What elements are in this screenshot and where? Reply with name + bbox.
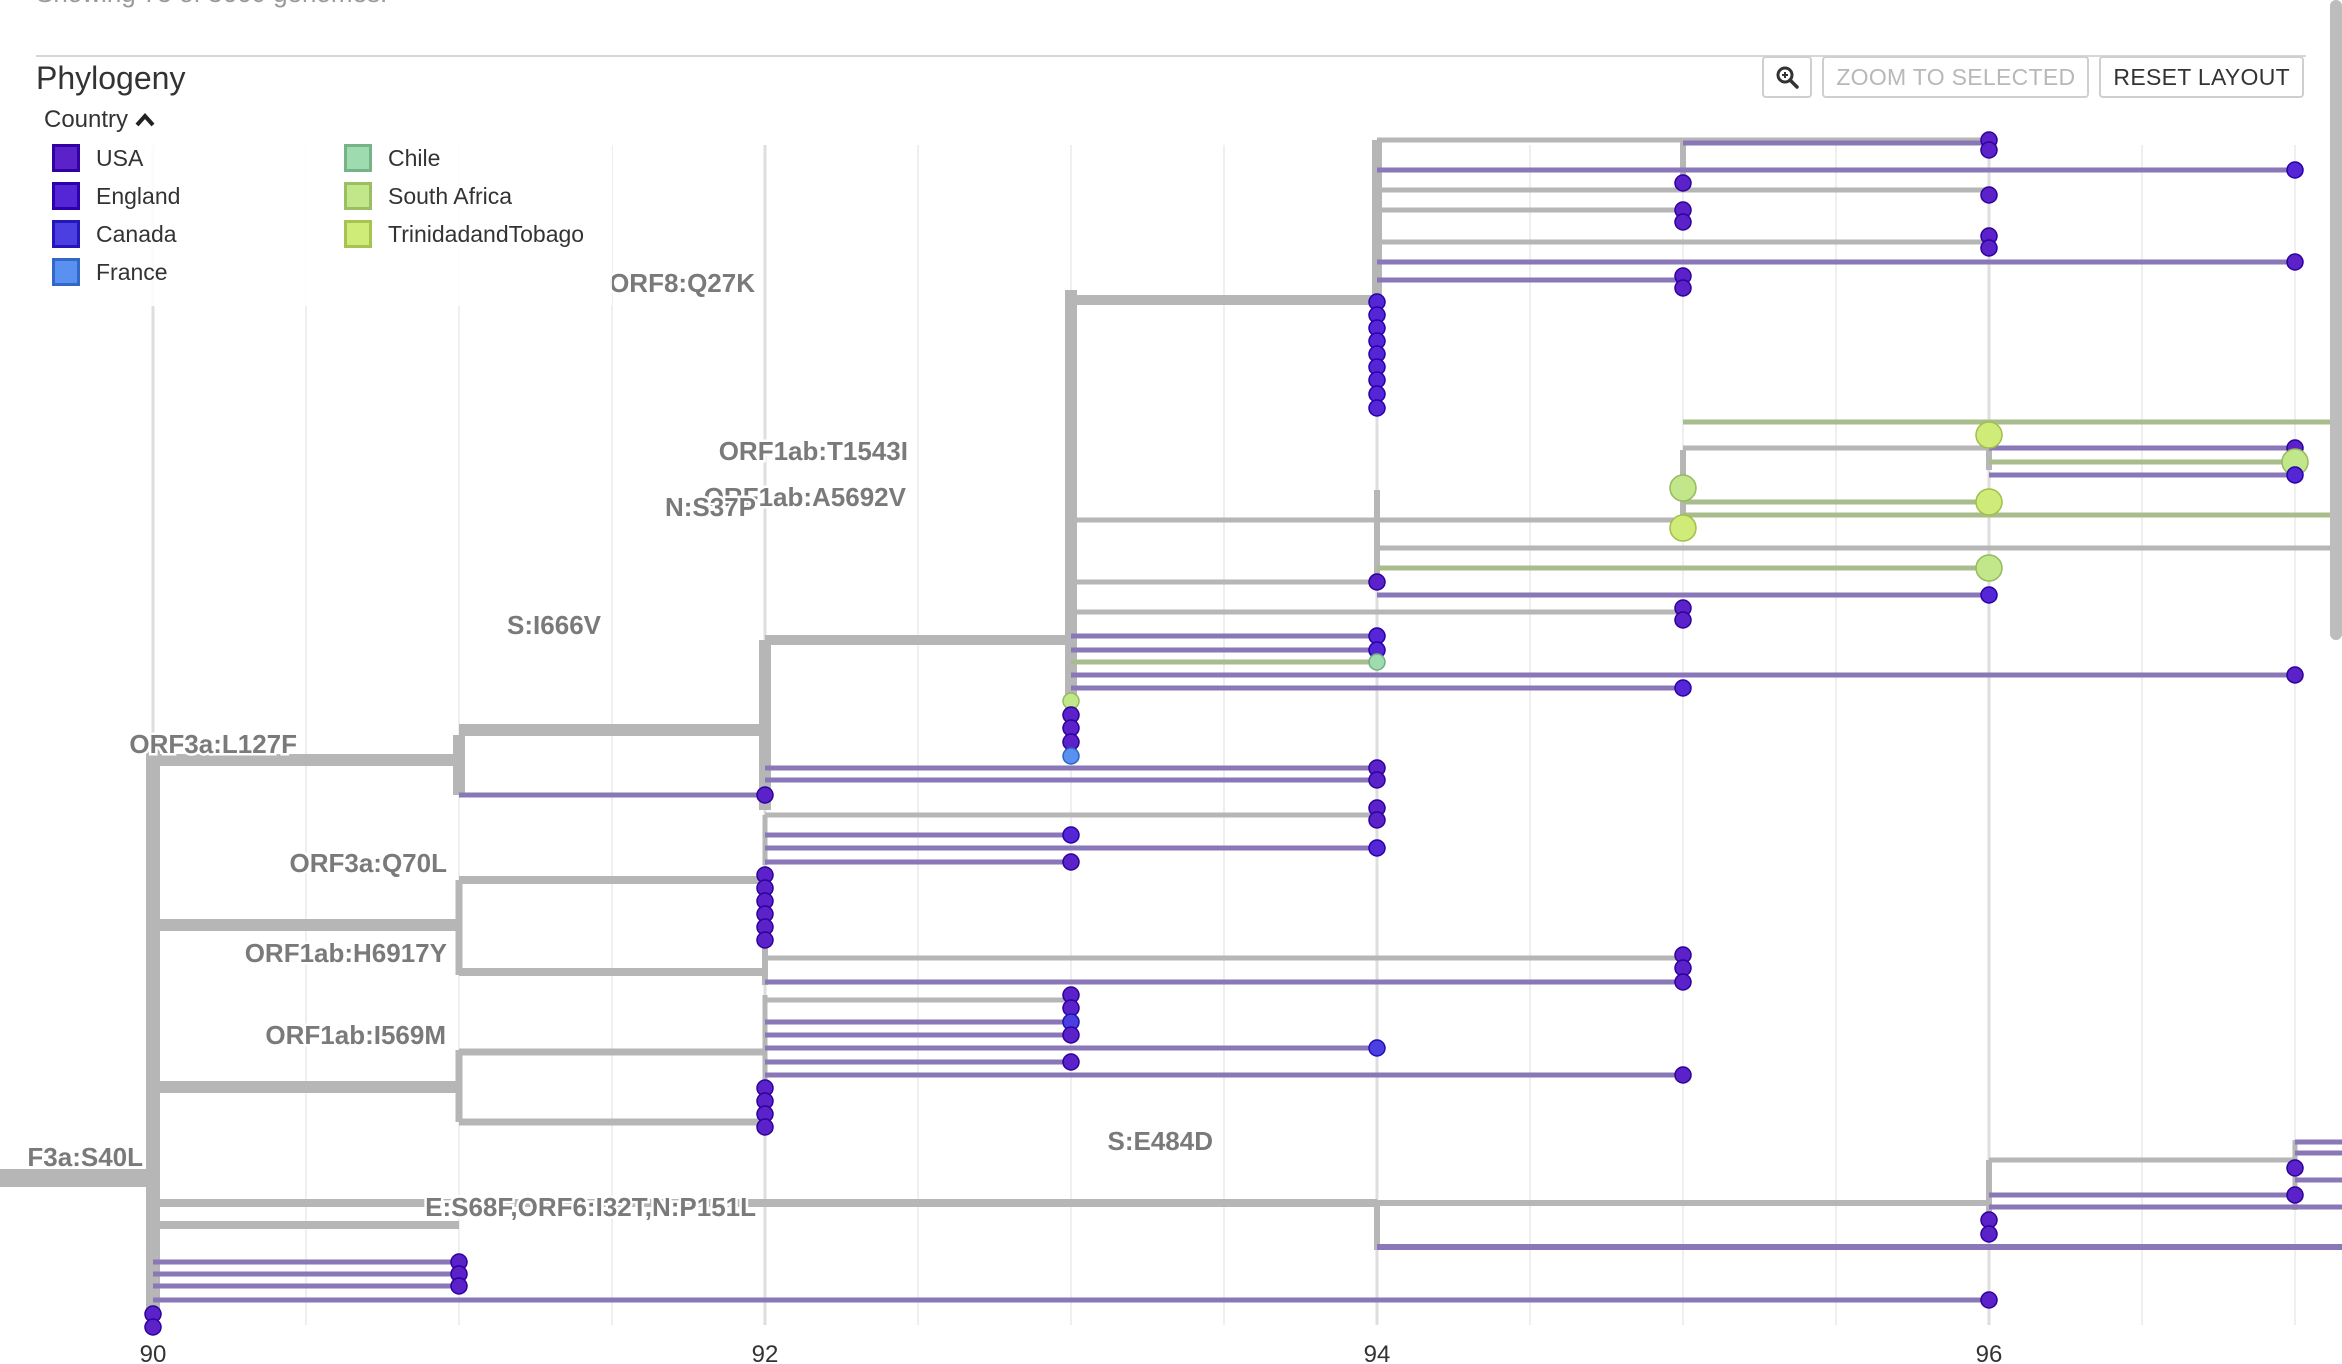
branch-label: N:S37P — [665, 492, 756, 522]
divider — [36, 55, 2306, 57]
zoom-button[interactable] — [1762, 56, 1813, 98]
legend-item-south-africa[interactable]: South Africa — [344, 182, 512, 210]
branch-label: ORF8:Q27K — [609, 268, 755, 298]
legend-item-trinidad-and-tobago[interactable]: TrinidadandTobago — [344, 220, 584, 248]
tip-node — [1062, 1053, 1080, 1071]
tip-node — [1975, 488, 2003, 516]
branch-label: ORF1ab:A5692V — [704, 482, 907, 512]
tip-node — [1980, 1291, 1998, 1309]
tip-node — [1980, 586, 1998, 604]
legend-swatch — [52, 220, 80, 248]
tip-node — [2286, 253, 2304, 271]
tip-node — [1062, 853, 1080, 871]
legend-swatch — [52, 258, 80, 286]
legend-label: France — [96, 258, 168, 285]
legend-label: Chile — [388, 144, 441, 171]
tip-node — [1674, 174, 1692, 192]
tip-node — [1980, 141, 1998, 159]
panel-title: Phylogeny — [36, 60, 186, 96]
axis-tick-label: 94 — [1364, 1341, 1391, 1364]
axis-tick-label: 96 — [1976, 1341, 2003, 1364]
tip-node — [1674, 1066, 1692, 1084]
branch-label: ORF3a:L127F — [129, 729, 297, 759]
legend-toggle[interactable]: Country — [44, 106, 156, 134]
tip-node — [1368, 573, 1386, 591]
axis-tick-label: 92 — [752, 1341, 779, 1364]
tip-node — [2286, 1186, 2304, 1204]
tip-node — [1368, 1039, 1386, 1057]
tip-node — [1674, 611, 1692, 629]
zoom-to-selected-button[interactable]: ZOOM TO SELECTED — [1822, 56, 2090, 98]
tip-node — [756, 931, 774, 949]
tip-node — [1975, 554, 2003, 582]
tip-node — [1975, 421, 2003, 449]
tip-node — [144, 1318, 162, 1336]
genome-count-text: Showing 75 of 3660 genomes. — [36, 0, 387, 9]
tip-node — [756, 1118, 774, 1136]
branch-label: ORF1ab:I569M — [265, 1020, 446, 1050]
legend-swatch — [344, 182, 372, 210]
tip-node — [1368, 399, 1386, 417]
tip-node — [1674, 279, 1692, 297]
tip-node — [1368, 771, 1386, 789]
branch-label: ORF1ab:T1543I — [719, 436, 908, 466]
tip-node — [1980, 1225, 1998, 1243]
tree-toolbar: ZOOM TO SELECTED RESET LAYOUT — [1762, 56, 2304, 98]
tip-node — [2286, 161, 2304, 179]
legend-swatch — [344, 220, 372, 248]
branch-label: ORF1ab:H6917Y — [245, 938, 447, 968]
legend-swatch — [52, 144, 80, 172]
branch-label: F3a:S40L — [27, 1142, 143, 1172]
tip-node — [1368, 811, 1386, 829]
tip-node — [1368, 653, 1386, 671]
tip-node — [1674, 973, 1692, 991]
legend: Country USA England Canada France Chile … — [36, 102, 612, 306]
tip-node — [2286, 666, 2304, 684]
legend-label: Canada — [96, 220, 177, 247]
legend-item-usa[interactable]: USA — [52, 144, 143, 172]
branch-label: E:S68F,ORF6:I32T,N:P151L — [425, 1192, 756, 1222]
tip-node — [1674, 679, 1692, 697]
reset-layout-button[interactable]: RESET LAYOUT — [2099, 56, 2304, 98]
tip-node — [2286, 1159, 2304, 1177]
scrollbar[interactable] — [2330, 0, 2342, 640]
tip-node — [1062, 1026, 1080, 1044]
tip-node — [450, 1277, 468, 1295]
magnifier-zoom-icon — [1776, 66, 1800, 89]
legend-title: Country — [44, 106, 129, 133]
tip-node — [1669, 474, 1697, 502]
tip-node — [1980, 239, 1998, 257]
tip-node — [1062, 747, 1080, 765]
axis-tick-label: 90 — [140, 1341, 167, 1364]
tip-node — [1980, 186, 1998, 204]
legend-label: TrinidadandTobago — [388, 220, 585, 247]
branch-label: ORF3a:Q70L — [290, 848, 448, 878]
tip-node — [1674, 213, 1692, 231]
legend-swatch — [52, 182, 80, 210]
legend-item-england[interactable]: England — [52, 182, 180, 210]
legend-label: South Africa — [388, 182, 513, 209]
branch-label: S:E484D — [1108, 1126, 1214, 1156]
tip-node — [756, 786, 774, 804]
legend-label: England — [96, 182, 181, 209]
tip-node — [1368, 839, 1386, 857]
legend-swatch — [344, 144, 372, 172]
tip-node — [2286, 466, 2304, 484]
legend-item-chile[interactable]: Chile — [344, 144, 440, 172]
legend-label: USA — [96, 144, 144, 171]
branch-label: S:I666V — [507, 610, 602, 640]
chevron-up-icon — [135, 112, 155, 127]
scrollbar-thumb[interactable] — [2330, 0, 2342, 640]
tip-node — [1062, 826, 1080, 844]
tip-node — [1669, 514, 1697, 542]
legend-item-canada[interactable]: Canada — [52, 220, 177, 248]
legend-item-france[interactable]: France — [52, 258, 168, 286]
